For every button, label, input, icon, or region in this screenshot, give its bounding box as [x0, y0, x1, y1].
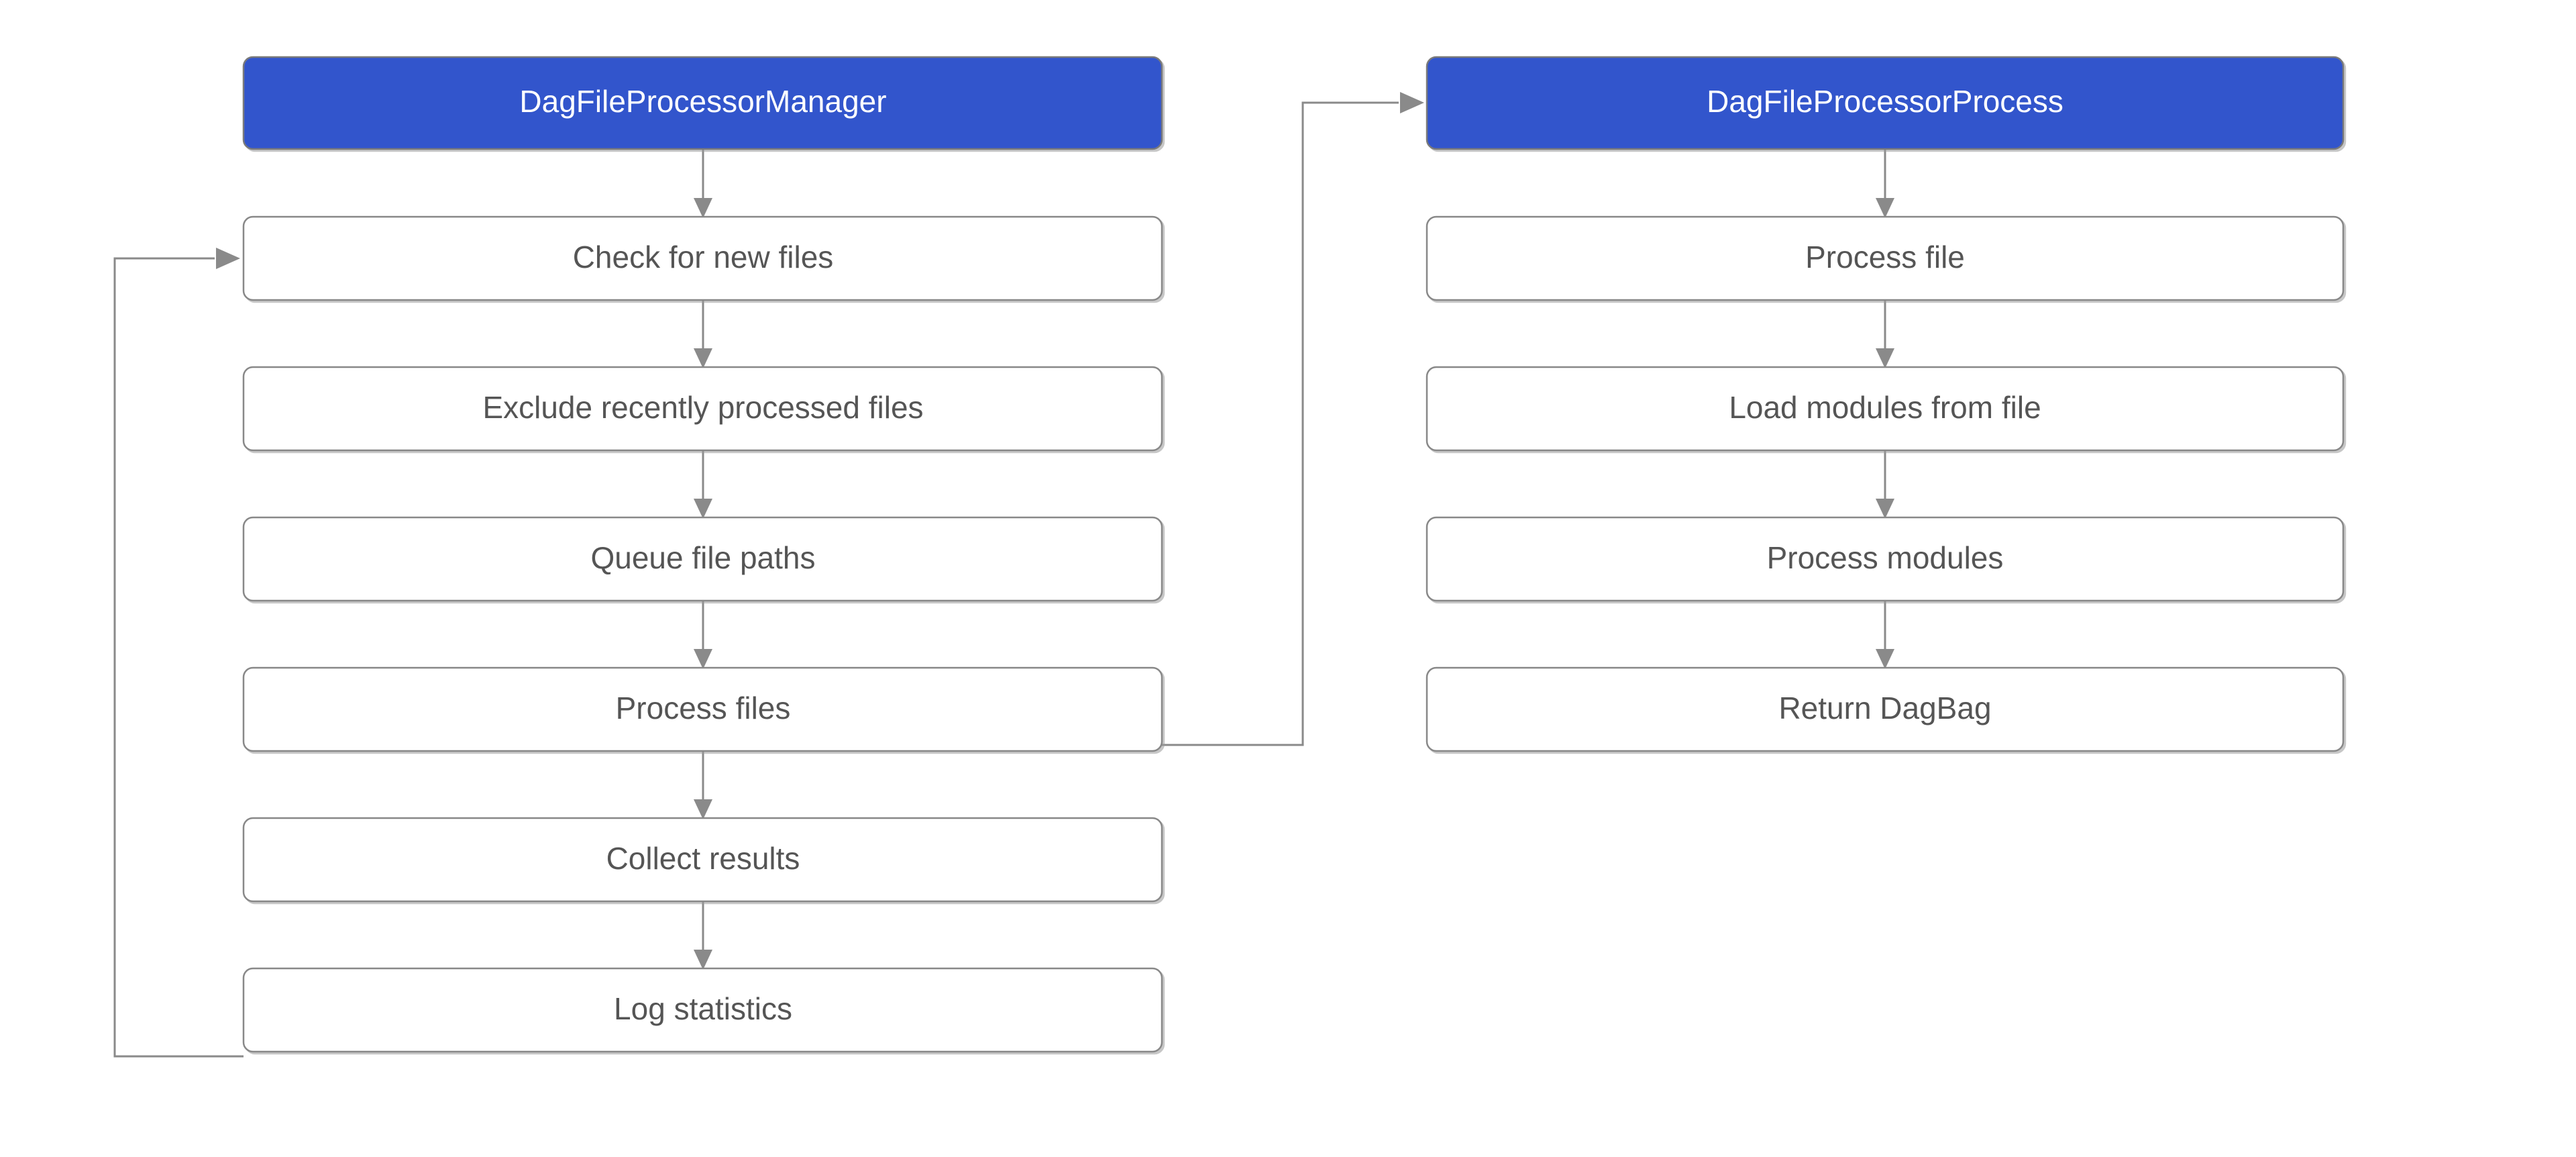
- node-check-for-new-files-rect[interactable]: [242, 215, 1163, 301]
- edge-collect-to-log: [694, 901, 712, 970]
- node-exclude-recently-processed-files-label: Exclude recently processed files: [482, 390, 923, 425]
- node-dagfileprocessormanager-rect[interactable]: [242, 56, 1163, 150]
- node-dagfileprocessorprocess-label: DagFileProcessorProcess: [1707, 84, 2063, 119]
- node-queue-file-paths-rect[interactable]: [242, 516, 1163, 602]
- node-return-dagbag-label: Return DagBag: [1778, 691, 1991, 725]
- node-dagfileprocessormanager[interactable]: DagFileProcessorManager: [242, 56, 1163, 150]
- node-log-statistics-rect[interactable]: [242, 967, 1163, 1053]
- node-collect-results-rect[interactable]: [242, 817, 1163, 903]
- edge-check-to-exclude: [694, 300, 712, 368]
- node-process-modules-label: Process modules: [1767, 540, 2004, 575]
- node-exclude-recently-processed-files[interactable]: Exclude recently processed files: [242, 366, 1163, 452]
- node-dagfileprocessorprocess-rect[interactable]: [1426, 56, 2345, 150]
- edge-manager-to-check: [694, 149, 712, 218]
- node-process-files[interactable]: Process files: [242, 666, 1163, 752]
- node-log-statistics-label: Log statistics: [614, 991, 792, 1026]
- edge-exclude-to-queue: [694, 450, 712, 519]
- node-process-files-rect[interactable]: [242, 666, 1163, 752]
- node-dagfileprocessorprocess[interactable]: DagFileProcessorProcess: [1426, 56, 2345, 150]
- edge-log-to-check-loop: [113, 248, 244, 1058]
- edge-queue-to-process-files: [694, 601, 712, 669]
- node-load-modules-from-file-rect[interactable]: [1426, 366, 2345, 452]
- node-process-modules-rect[interactable]: [1426, 516, 2345, 602]
- node-process-file-rect[interactable]: [1426, 215, 2345, 301]
- edge-processor-to-process-file: [1876, 149, 1894, 218]
- node-dagfileprocessormanager-label: DagFileProcessorManager: [519, 84, 886, 119]
- edge-layer: [113, 92, 1894, 1058]
- node-log-statistics[interactable]: Log statistics: [242, 967, 1163, 1053]
- node-queue-file-paths[interactable]: Queue file paths: [242, 516, 1163, 602]
- node-exclude-recently-processed-files-rect[interactable]: [242, 366, 1163, 452]
- node-return-dagbag-rect[interactable]: [1426, 666, 2345, 752]
- node-collect-results-label: Collect results: [606, 841, 800, 876]
- node-collect-results[interactable]: Collect results: [242, 817, 1163, 903]
- node-check-for-new-files[interactable]: Check for new files: [242, 215, 1163, 301]
- node-load-modules-from-file[interactable]: Load modules from file: [1426, 366, 2345, 452]
- edge-process-modules-to-return-dagbag: [1876, 601, 1894, 669]
- node-process-files-label: Process files: [616, 691, 791, 725]
- node-check-for-new-files-label: Check for new files: [573, 240, 834, 274]
- column-manager: DagFileProcessorManager Check for new fi…: [242, 56, 1163, 1053]
- column-processor-process: DagFileProcessorProcess Process file Loa…: [1426, 56, 2345, 752]
- node-process-modules[interactable]: Process modules: [1426, 516, 2345, 602]
- node-return-dagbag[interactable]: Return DagBag: [1426, 666, 2345, 752]
- edge-load-modules-to-process-modules: [1876, 450, 1894, 519]
- edge-process-files-to-processor-process: [1162, 92, 1424, 746]
- node-load-modules-from-file-label: Load modules from file: [1729, 390, 2041, 425]
- node-process-file-label: Process file: [1805, 240, 1965, 274]
- node-process-file[interactable]: Process file: [1426, 215, 2345, 301]
- edge-process-file-to-load-modules: [1876, 300, 1894, 368]
- edge-process-files-to-collect: [694, 751, 712, 819]
- node-queue-file-paths-label: Queue file paths: [590, 540, 815, 575]
